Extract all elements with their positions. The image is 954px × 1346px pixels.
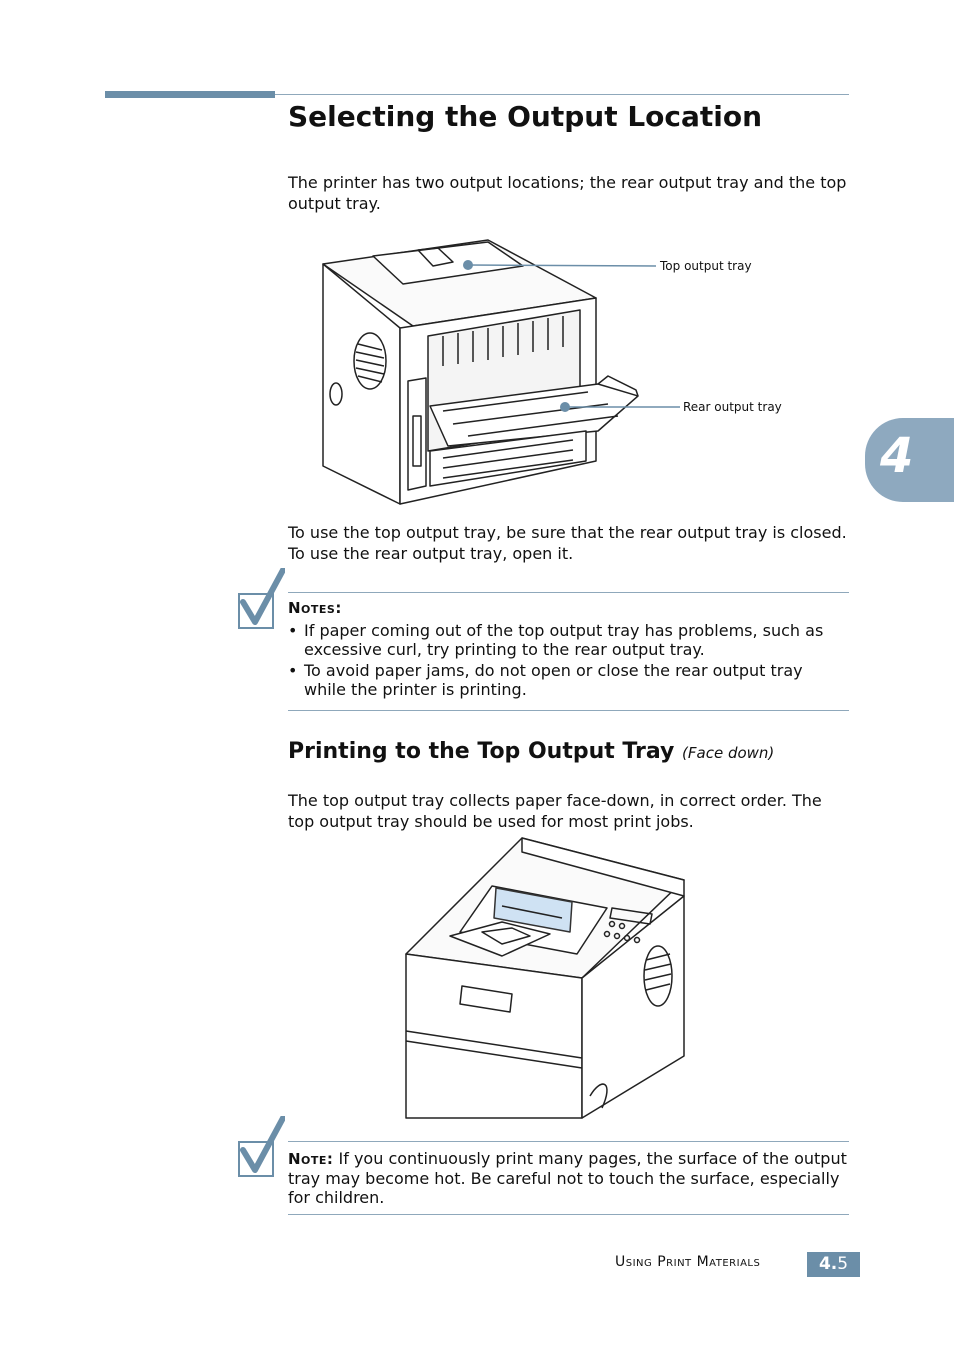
notes-item: If paper coming out of the top output tr…	[288, 621, 849, 659]
notes-list: If paper coming out of the top output tr…	[288, 621, 849, 699]
section-title-text: Printing to the Top Output Tray	[288, 739, 675, 764]
top-tray-paragraph: The top output tray collects paper face-…	[288, 791, 822, 831]
checkmark-note-icon	[238, 568, 285, 629]
header-rule-thick	[105, 91, 275, 98]
note-paragraph: Note: If you continuously print many pag…	[288, 1149, 849, 1207]
notes-box: Notes: If paper coming out of the top ou…	[288, 592, 849, 711]
note-box: Note: If you continuously print many pag…	[288, 1141, 849, 1215]
chapter-number: 4	[880, 428, 914, 484]
note-text: If you continuously print many pages, th…	[288, 1149, 847, 1207]
label-top-output-tray: Top output tray	[660, 259, 752, 273]
usage-paragraph: To use the top output tray, be sure that…	[288, 523, 847, 563]
printer-front-illustration	[405, 837, 685, 1119]
page-major: 4.	[818, 1254, 838, 1274]
chapter-tab	[865, 418, 954, 502]
note-title: Note:	[288, 1150, 334, 1168]
page-minor: 5	[837, 1254, 849, 1274]
header-rule-thin	[275, 94, 849, 95]
section-title-top-tray: Printing to the Top Output Tray (Face do…	[288, 739, 774, 764]
notes-title: Notes:	[288, 599, 342, 617]
footer-section-name: Using Print Materials	[615, 1254, 761, 1270]
checkmark-note-icon	[238, 1116, 285, 1177]
section-subtitle: (Face down)	[682, 744, 775, 762]
printer-rear-illustration	[322, 239, 680, 505]
label-rear-output-tray: Rear output tray	[683, 400, 782, 414]
page-title: Selecting the Output Location	[288, 100, 763, 133]
notes-item: To avoid paper jams, do not open or clos…	[288, 661, 849, 699]
intro-paragraph: The printer has two output locations; th…	[288, 173, 847, 213]
page-number: 4.5	[807, 1252, 860, 1277]
